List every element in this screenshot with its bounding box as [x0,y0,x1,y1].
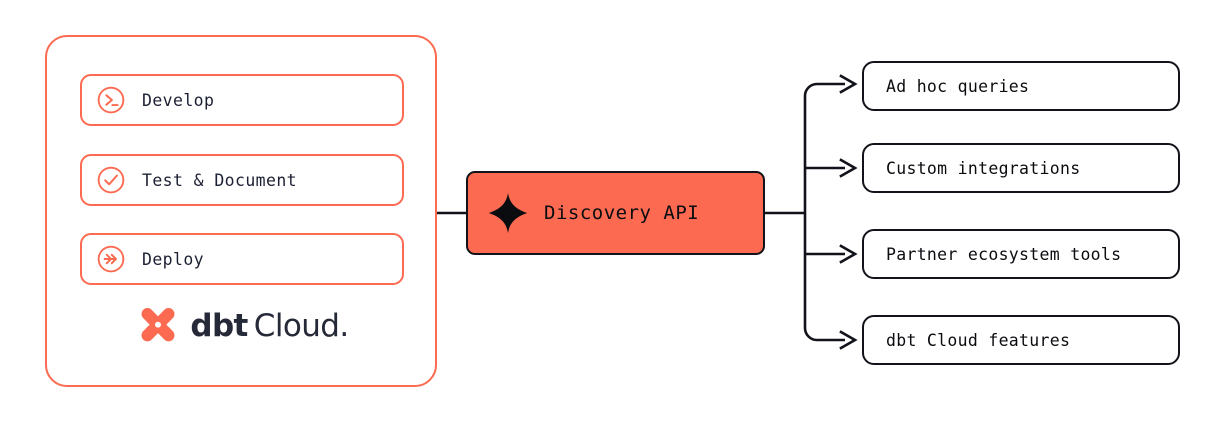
output-box-partner-ecosystem-tools[interactable]: Partner ecosystem tools [862,229,1180,279]
stage-item-develop[interactable]: Develop [80,74,404,126]
output-box-dbt-cloud-features[interactable]: dbt Cloud features [862,315,1180,365]
stage-label: Develop [142,90,215,110]
arrowhead-3 [839,244,858,264]
check-circle-icon [97,166,125,194]
dbt-x-mark-icon [141,307,175,342]
terminal-prompt-icon [97,86,125,114]
double-chevron-right-icon [97,245,125,273]
stage-label: Test & Document [142,170,298,190]
discovery-api-block[interactable]: Discovery API [466,171,765,255]
discovery-api-label: Discovery API [544,202,700,224]
output-box-ad-hoc-queries[interactable]: Ad hoc queries [862,61,1180,111]
output-label: Custom integrations [886,158,1081,178]
stage-item-test-and-document[interactable]: Test & Document [80,154,404,206]
output-label: Ad hoc queries [886,76,1030,96]
wordmark-period: . [339,308,349,344]
wordmark-dbt: dbt [190,308,248,344]
output-label: dbt Cloud features [886,330,1071,350]
wordmark-cloud: Cloud [253,308,340,344]
arrowhead-4 [839,330,858,350]
arrowhead-2 [839,158,858,178]
output-box-custom-integrations[interactable]: Custom integrations [862,143,1180,193]
connector-branch-1 [803,82,845,213]
connector-branch-4 [803,213,845,342]
stage-item-deploy[interactable]: Deploy [80,233,404,285]
arrowhead-1 [839,74,858,94]
sparkle-icon [488,192,528,234]
output-label: Partner ecosystem tools [886,244,1122,264]
stage-label: Deploy [142,249,205,269]
